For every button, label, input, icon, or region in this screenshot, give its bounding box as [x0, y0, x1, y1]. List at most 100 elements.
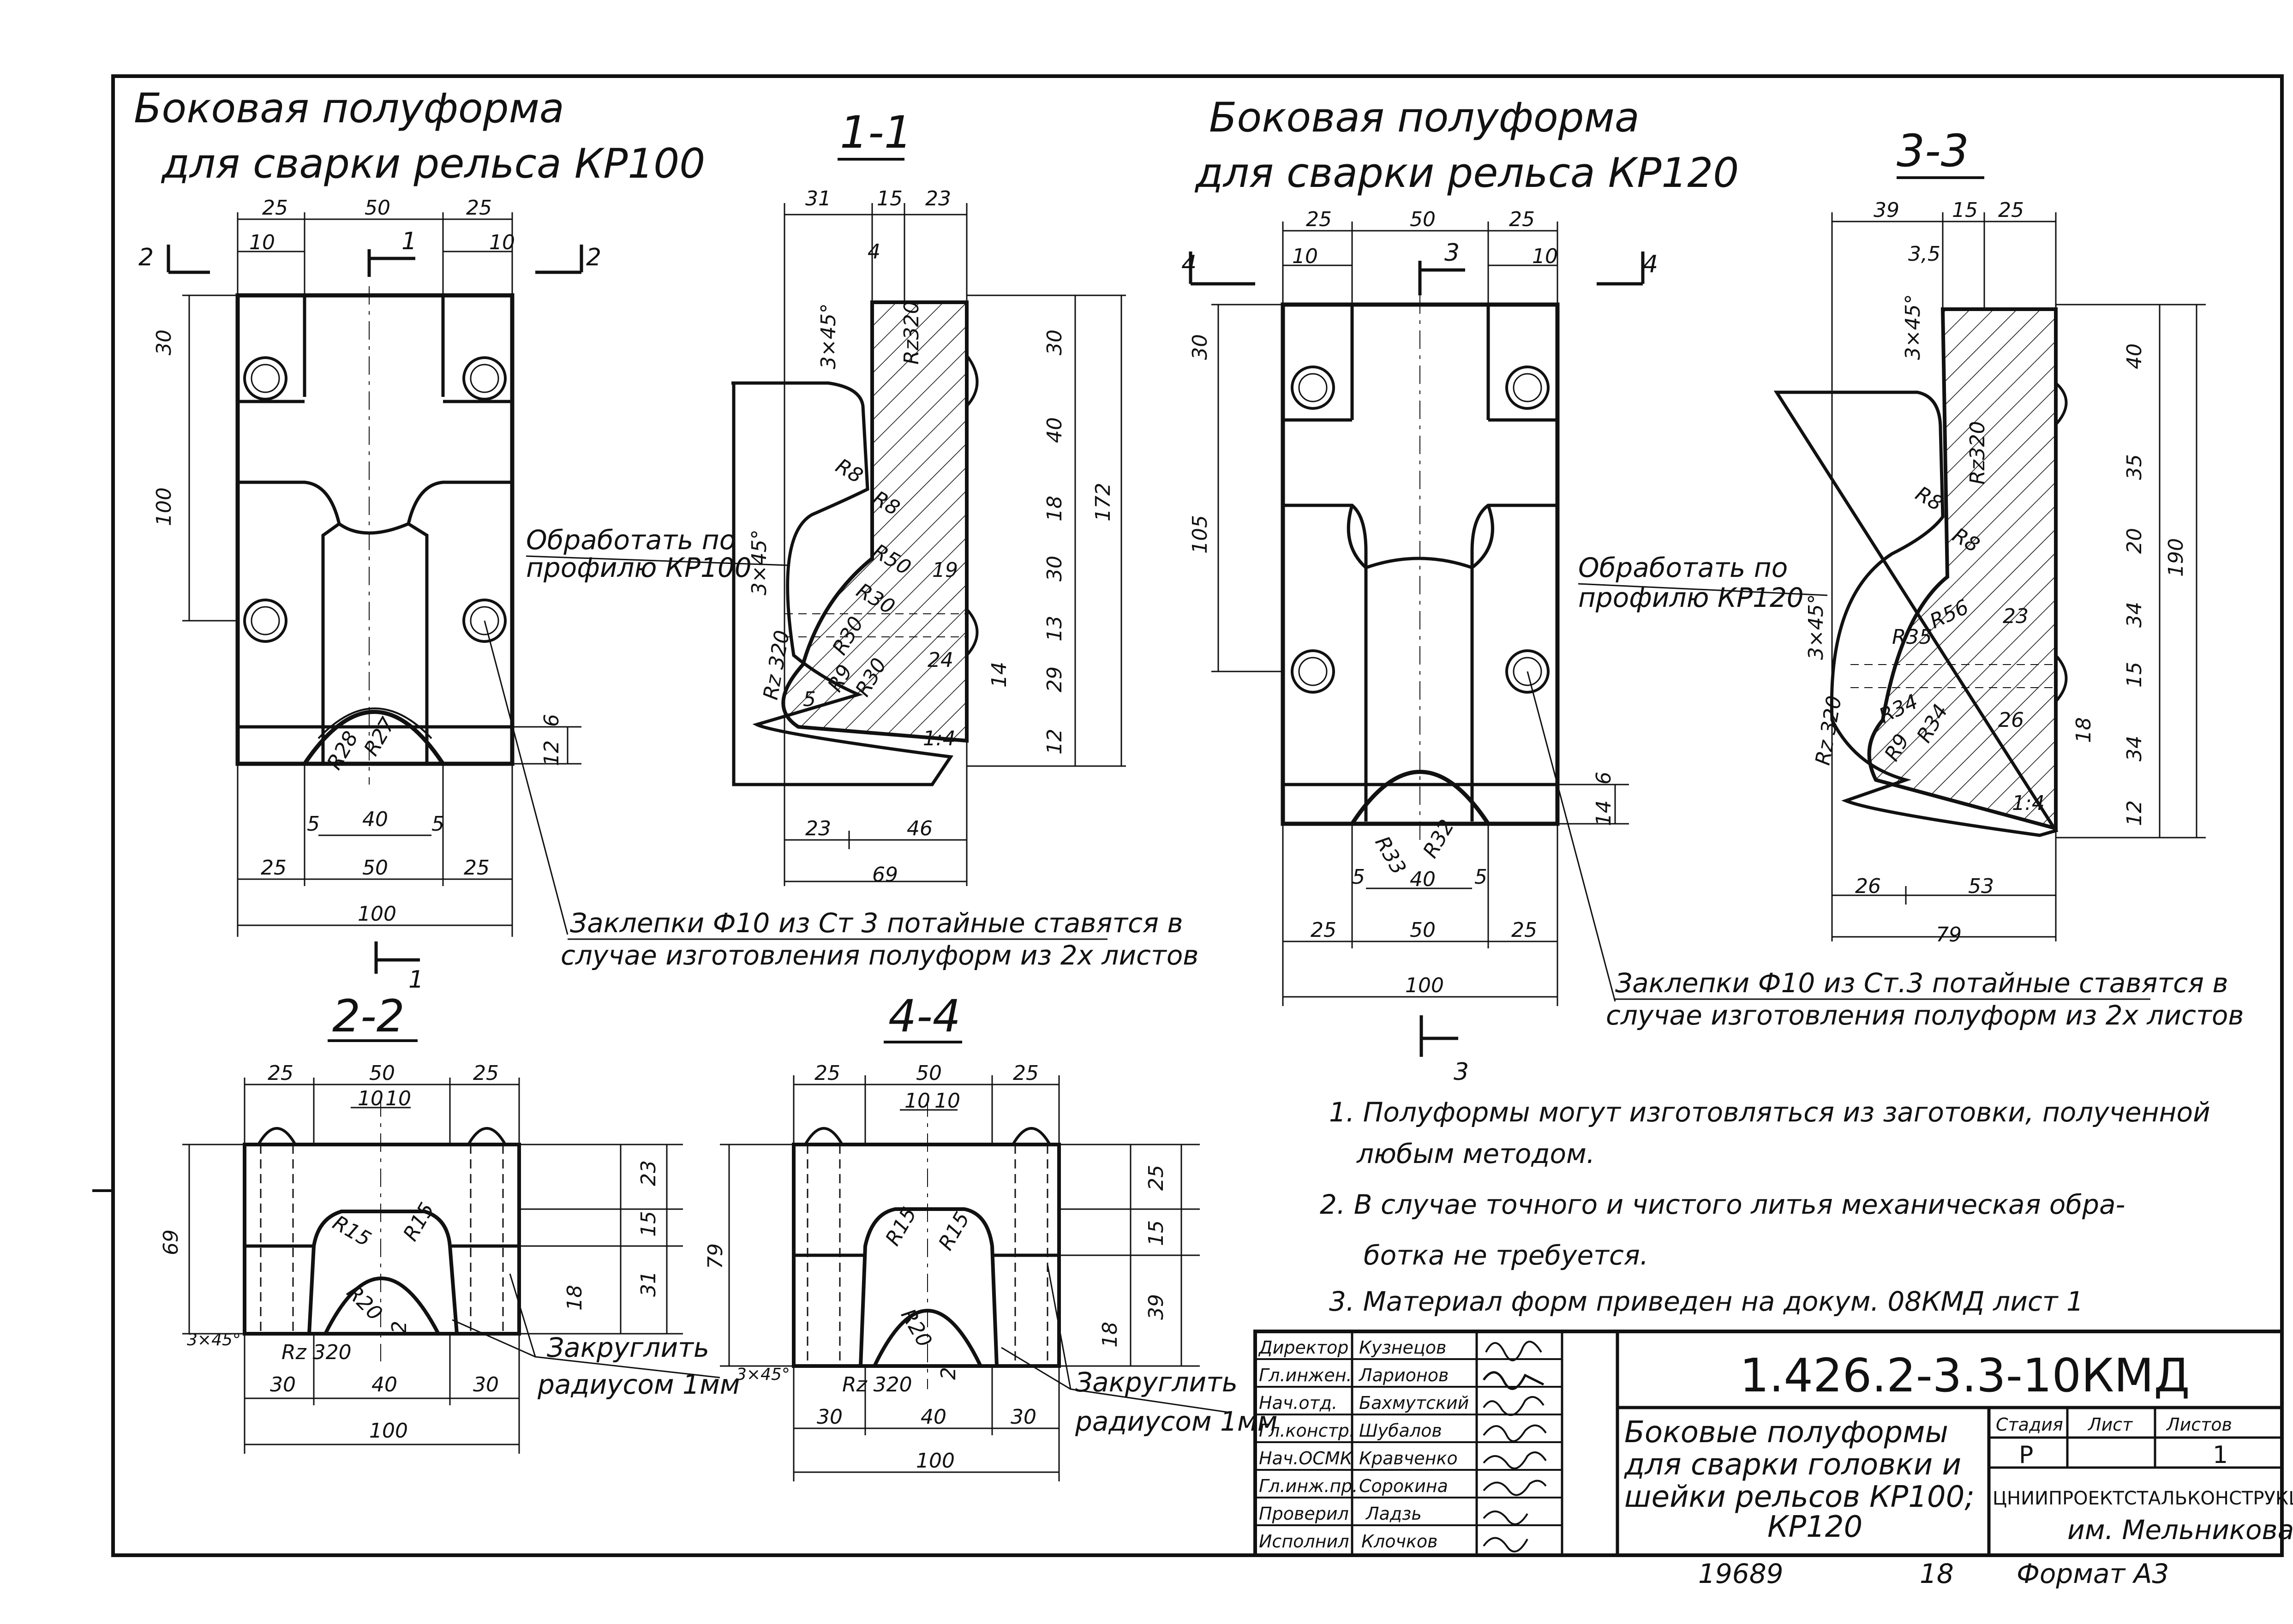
- staff-name: Клочков: [1361, 1531, 1438, 1552]
- section-4-4-dim: 30: [1011, 1405, 1036, 1429]
- document-description-line3: шейки рельсов КР100;: [1624, 1480, 1975, 1514]
- sheets-header: Листов: [2166, 1414, 2232, 1435]
- section-3-3-dim: 1:4: [2012, 791, 2045, 815]
- section-2-2-dim: 100: [369, 1419, 408, 1443]
- section-2-2-dim: 18: [563, 1285, 587, 1311]
- section-4-4-round-note-line2: радиусом 1мм: [1075, 1406, 1277, 1437]
- kr120-front-dim: 10: [1532, 245, 1558, 268]
- kr120-title: Боковая полуформа для сварки рельса КР12…: [1194, 94, 1739, 197]
- kr120-rivet-note: Заклепки Ф10 из Ст.3 потайные ставятся в…: [1606, 967, 2244, 1031]
- section-4-4-dims: 25 50 25 10 10 79 25 15 39 18 R15 R15 R2…: [704, 1061, 1277, 1473]
- section-1-1-dim: 19: [932, 558, 958, 582]
- kr120-rivet-note-line2: случае изготовления полуформ из 2х листо…: [1606, 1000, 2244, 1031]
- section-1-1-dim: 1:4: [923, 727, 956, 750]
- kr120-front-view: [1189, 222, 1645, 1057]
- section-2-2-dim: 40: [371, 1373, 397, 1396]
- staff-role: Гл.инжен.: [1259, 1365, 1352, 1385]
- document-description-line1: Боковые полуформы: [1624, 1415, 1948, 1450]
- kr100-front-dim: 25: [261, 856, 287, 880]
- kr100-front-view: [167, 212, 583, 974]
- note-2-line2: ботка не требуется.: [1364, 1240, 1648, 1271]
- section-1-1-dim: 29: [1043, 666, 1066, 692]
- section-2-2-dim: 3×45°: [187, 1330, 241, 1349]
- section-2-2-title: 2-2: [332, 990, 405, 1042]
- section-3-3-dim: 15: [1952, 198, 1978, 222]
- staff-role: Директор: [1258, 1337, 1348, 1358]
- section-1-1-dim: 46: [907, 817, 933, 840]
- document-description-line4: КР120: [1767, 1510, 1862, 1544]
- section-2-2-dim: 15: [637, 1211, 660, 1237]
- section-3-3: 3-3: [1773, 125, 2206, 941]
- section-3-3-dim: 40: [2123, 343, 2146, 369]
- section-1-1-dim: 23: [925, 187, 951, 210]
- section-4-4-dim: 100: [916, 1449, 955, 1473]
- section-4-4-dim: 39: [1144, 1294, 1168, 1320]
- section-2-2-dim: 23: [637, 1160, 660, 1186]
- kr100-rivet-note-line1: Заклепки Ф10 из Ст 3 потайные ставятся в: [570, 907, 1183, 939]
- kr120-cut-mark: 3: [1454, 1058, 1469, 1086]
- kr100-title-line2: для сварки рельса КР100: [161, 140, 705, 187]
- drawing-frame: [111, 74, 2284, 1557]
- staff-name: Кравченко: [1359, 1448, 1458, 1468]
- kr100-front-dim: 40: [362, 808, 388, 831]
- section-3-3-title: 3-3: [1897, 125, 1969, 177]
- footer-number: 19689: [1698, 1558, 1784, 1589]
- note-2-line1: 2. В случае точного и чистого литья меха…: [1320, 1189, 2125, 1220]
- section-1-1-dim: 18: [1043, 496, 1066, 521]
- section-4-4-dim: 25: [1144, 1165, 1168, 1191]
- kr120-front-dim: 30: [1188, 334, 1212, 360]
- section-3-3-dim: 79: [1936, 923, 1962, 947]
- kr120-front-dim: 6: [1592, 772, 1616, 785]
- section-3-3-dim: 3,5: [1908, 242, 1940, 266]
- document-description-line2: для сварки головки и: [1624, 1448, 1961, 1482]
- staff-role: Нач.ОСМК: [1259, 1448, 1353, 1468]
- kr100-cut-mark: 1: [408, 966, 424, 994]
- kr100-front-dim: 50: [362, 856, 388, 880]
- section-3-3-dim: R35: [1892, 625, 1932, 649]
- kr120-profile-note-line1: Обработать по: [1578, 552, 1788, 583]
- section-4-4-dim: 10: [934, 1089, 960, 1113]
- section-4-4-title: 4-4: [888, 990, 961, 1042]
- section-2-2-dim: 25: [268, 1061, 293, 1085]
- section-4-4-dim: 15: [1144, 1220, 1168, 1246]
- section-3-3-dim: 190: [2164, 538, 2188, 577]
- section-1-1-dim: 14: [988, 662, 1011, 688]
- kr120-front-dim: 25: [1306, 208, 1332, 231]
- section-1-1-dim: 12: [1043, 729, 1066, 755]
- kr120-front-dim: 40: [1410, 868, 1436, 891]
- section-1-1-dim: 172: [1091, 483, 1115, 521]
- kr120-profile-note: Обработать по профилю КР120: [1578, 552, 1828, 613]
- section-3-3-dim: Rz320: [1966, 421, 1989, 485]
- section-3-3-dim: 12: [2123, 800, 2146, 826]
- kr100-front-dim: 25: [464, 856, 490, 880]
- section-2-2-dim: 10: [385, 1087, 411, 1110]
- section-4-4-dim: 3×45°: [736, 1365, 790, 1384]
- kr100-cut-mark: 2: [586, 244, 601, 271]
- section-1-1-dim: 69: [872, 863, 898, 887]
- kr120-cut-mark: 4: [1643, 251, 1658, 278]
- kr120-title-line2: для сварки рельса КР120: [1194, 149, 1739, 197]
- section-2-2-dim: Rz 320: [281, 1341, 352, 1364]
- section-1-1-dim: Rz320: [900, 301, 923, 365]
- staff-role: Гл.констр.: [1259, 1420, 1355, 1441]
- section-3-3-dim: 23: [2003, 605, 2029, 628]
- title-block-info: 1.426.2-3.3-10КМД Боковые полуформы для …: [1624, 1348, 2293, 1546]
- kr120-front-dim: 25: [1511, 918, 1537, 942]
- section-4-4-dim: 25: [814, 1061, 840, 1085]
- section-2-2-dim: 30: [473, 1373, 499, 1396]
- footer-format: Формат А3: [2017, 1558, 2169, 1589]
- staff-role: Исполнил: [1259, 1531, 1349, 1552]
- kr120-cut-mark: 4: [1181, 251, 1197, 278]
- kr100-profile-note-line1: Обработать по: [526, 524, 736, 556]
- section-1-1-dim: 30: [1043, 556, 1066, 581]
- section-3-3-dim: 3×45°: [1901, 294, 1925, 360]
- section-3-3-dim: 25: [1998, 198, 2024, 222]
- section-1-1-dim: 3×45°: [748, 529, 771, 595]
- section-4-4-dim: 2: [937, 1367, 960, 1380]
- kr120-front-dim: 14: [1592, 800, 1616, 826]
- staff-role: Нач.отд.: [1259, 1393, 1337, 1413]
- section-2-2-dim: 2: [388, 1321, 411, 1334]
- staff-name: Кузнецов: [1359, 1337, 1446, 1358]
- section-2-2: 2-2: [182, 990, 720, 1454]
- sheets-value: 1: [2213, 1441, 2228, 1469]
